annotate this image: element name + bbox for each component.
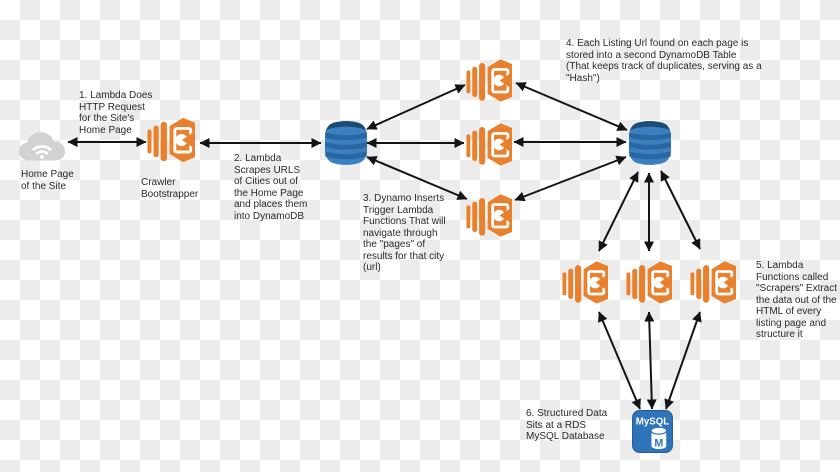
lambda-icon-scraper-2	[626, 257, 672, 308]
dynamodb-icon-listings	[629, 118, 671, 168]
arrow-lambda3-dynamodb2	[514, 155, 627, 202]
annotation-step6: 6. Structured Data Sits at a RDS MySQL D…	[526, 408, 608, 442]
dynamodb-icon-cities	[325, 118, 367, 168]
annotation-step3: 3. Dynamo Inserts Trigger Lambda Functio…	[363, 193, 446, 273]
crawler-label: Crawler Bootstrapper	[141, 177, 199, 200]
annotation-step2: 2. Lambda Scrapes URLS of Cities out of …	[234, 153, 308, 222]
arrow-lambda1-dynamodb2	[515, 82, 628, 131]
annotation-step5: 5. Lambda Functions called "Scrapers" Ex…	[756, 260, 838, 340]
lambda-icon-page-2	[466, 120, 512, 169]
lambda-icon-scraper-1	[562, 257, 608, 308]
cloud-icon	[17, 128, 67, 166]
arrow-scraper2-mysql	[644, 311, 657, 410]
annotation-step4: 4. Each Listing Url found on each page i…	[566, 38, 762, 84]
arrow-dynamodb1-lambda1	[366, 84, 466, 130]
arrow-scraper1-mysql	[598, 311, 641, 410]
annotation-step1: 1. Lambda Does HTTP Request for the Site…	[79, 90, 153, 136]
arrow-dynamodb2-scraper1	[598, 171, 639, 252]
lambda-icon-crawler	[147, 115, 195, 165]
lambda-icon-page-1	[466, 56, 512, 105]
mysql-icon-letter: M	[654, 437, 663, 449]
arrow-scraper3-mysql	[664, 311, 702, 410]
mysql-icon-text: MySQL	[636, 416, 670, 427]
arrow-dynamodb2-scraper3	[660, 170, 701, 250]
homepage-label: Home Page of the Site	[21, 169, 74, 192]
lambda-icon-page-3	[466, 191, 512, 240]
lambda-icon-scraper-3	[690, 257, 736, 308]
mysql-rds-icon: MySQL M	[632, 410, 673, 453]
